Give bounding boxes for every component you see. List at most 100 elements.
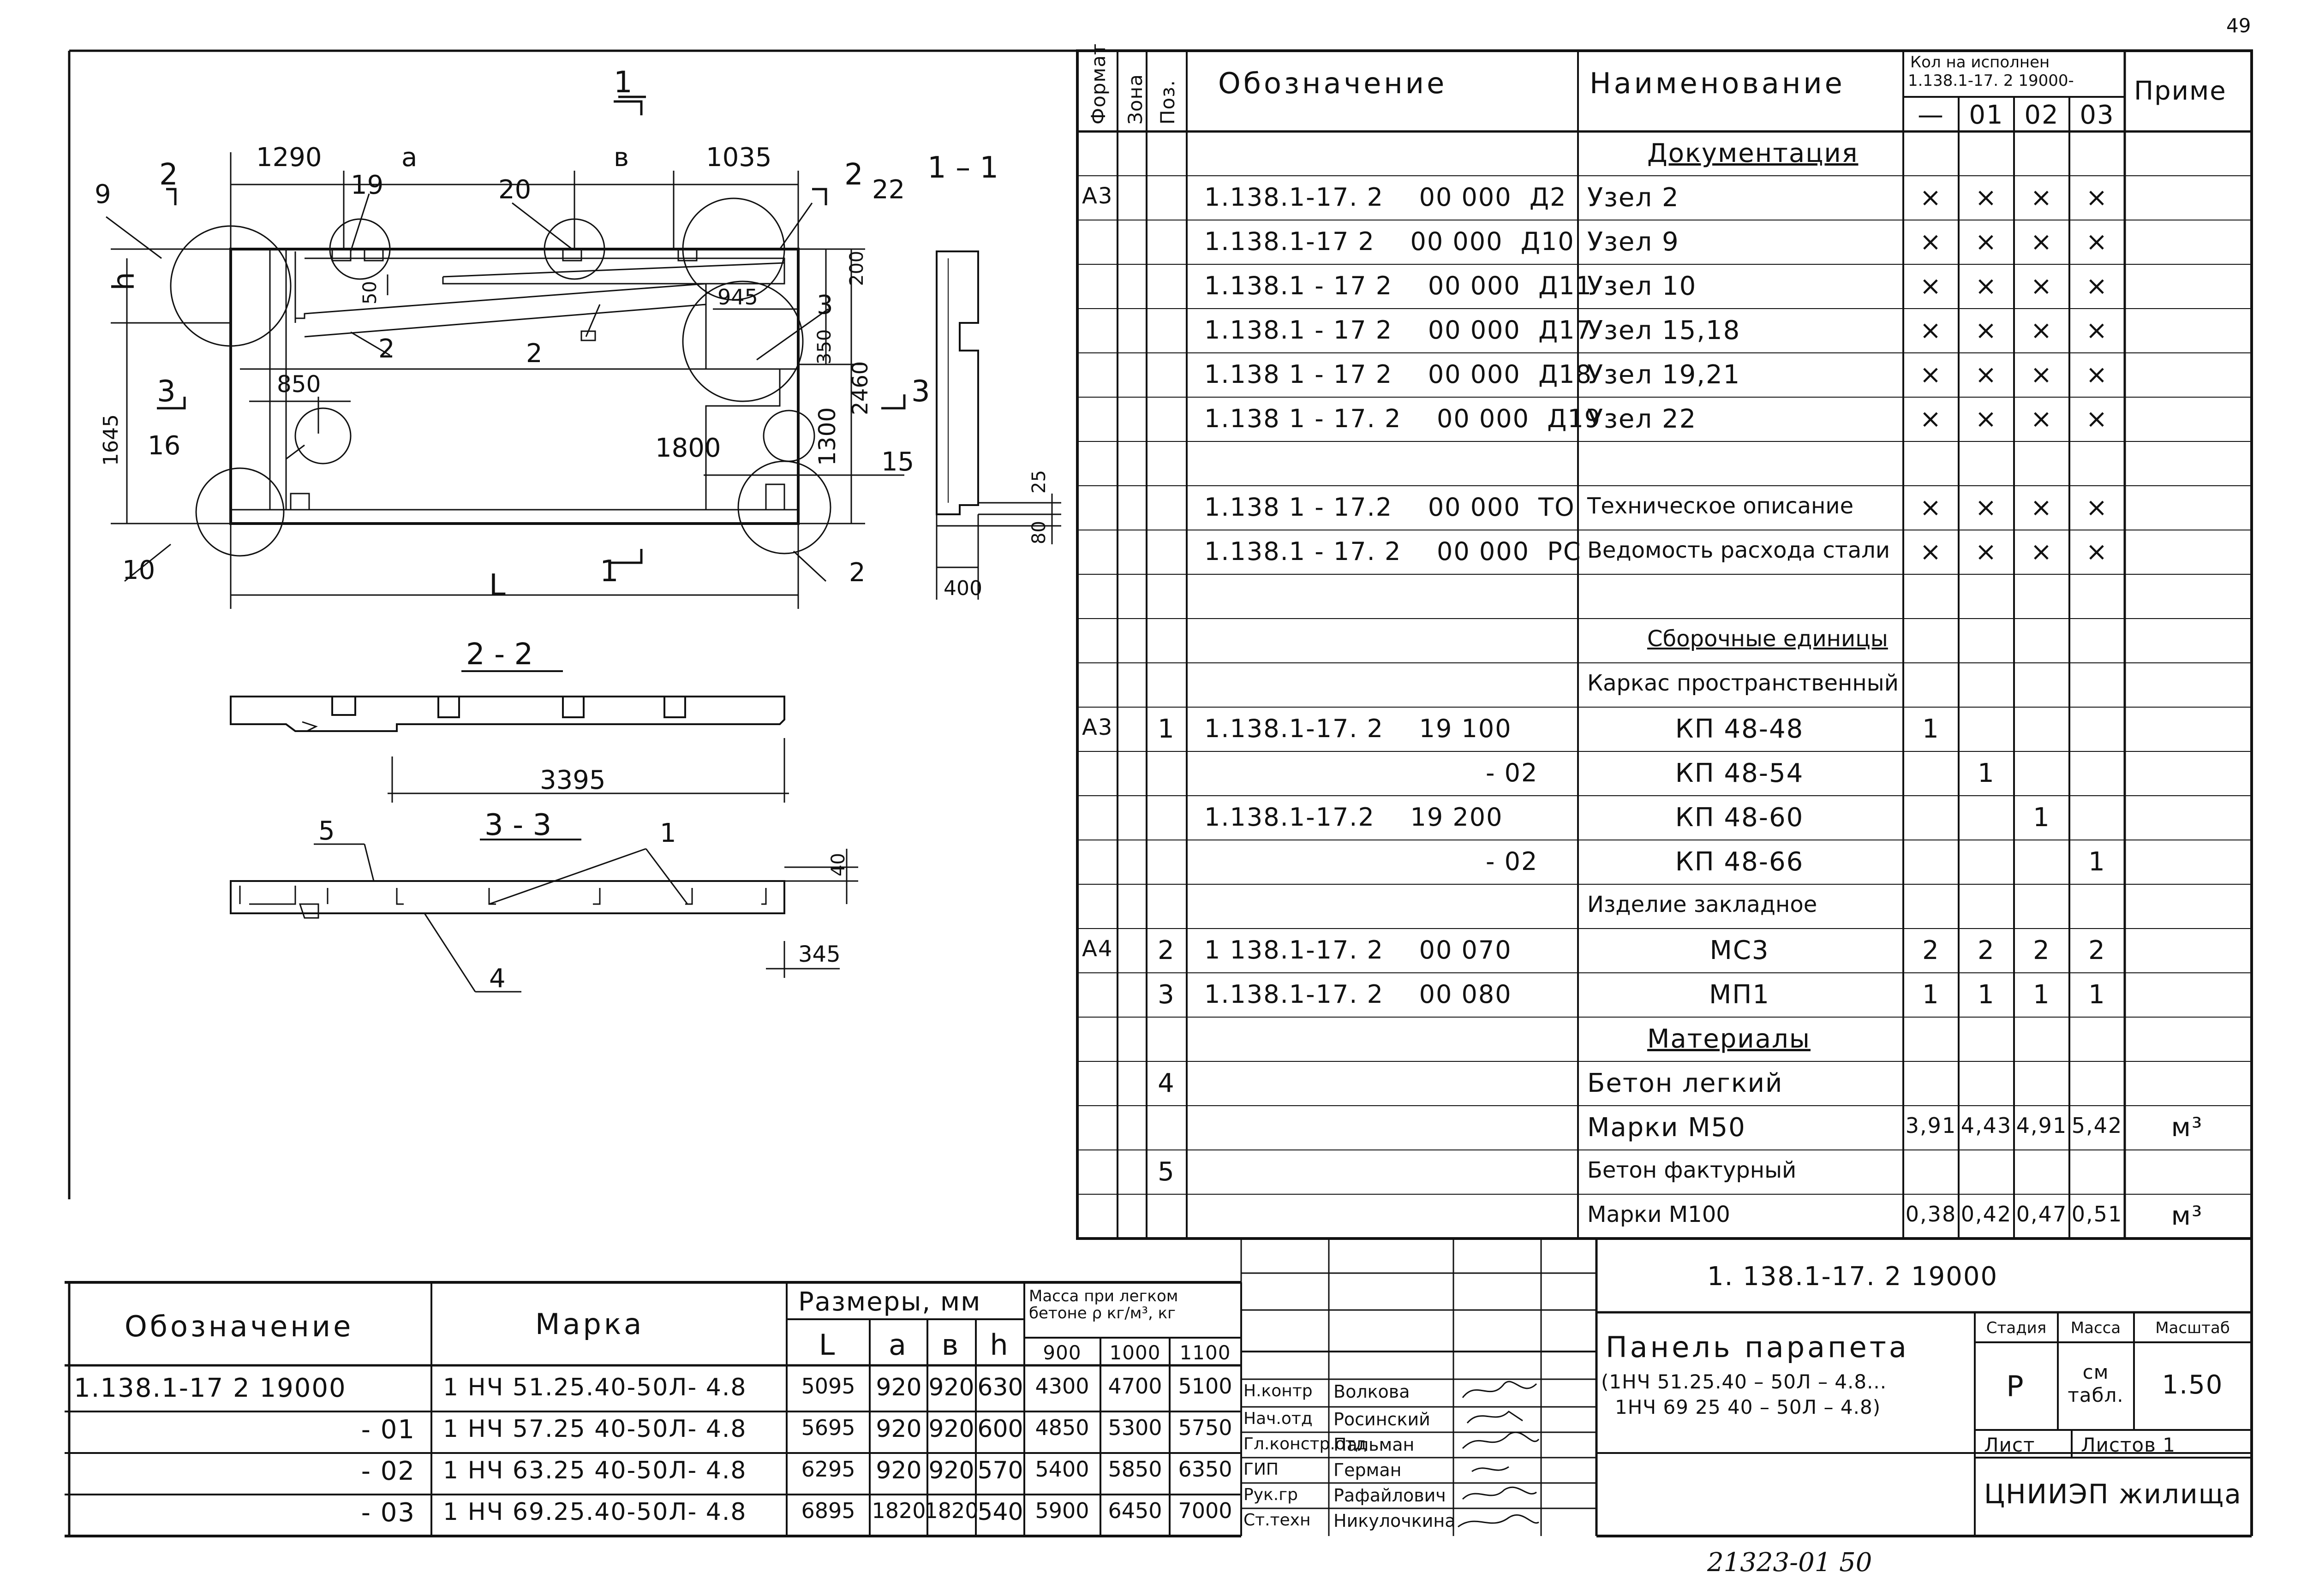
spec-qty: 1 — [2033, 980, 2050, 1010]
spec-qty: × — [2086, 360, 2109, 390]
mark-designation: - 02 — [361, 1456, 415, 1486]
signature-role: Нач.отд — [1243, 1409, 1313, 1428]
spec-qty: 2 — [1922, 935, 1940, 965]
spec-designation: 1.138 1 - 17 2 00 000 Д18 — [1204, 360, 1592, 389]
spec-qty: 0,51 — [2071, 1202, 2123, 1227]
marks-header-1000: 1000 — [1109, 1341, 1161, 1364]
mark-b: 1820 — [924, 1498, 979, 1523]
label-10: 10 — [122, 555, 155, 585]
mark-mass-900: 5900 — [1035, 1498, 1089, 1523]
header-qty-1: Кол на исполнен — [1910, 53, 2050, 71]
dim-h: h — [107, 272, 141, 291]
spec-qty: × — [2086, 404, 2109, 434]
header-scale: Масштаб — [2155, 1319, 2230, 1337]
mark-mass-1100: 7000 — [1178, 1498, 1232, 1523]
spec-qty: × — [2086, 537, 2109, 567]
spec-pos: 2 — [1158, 935, 1175, 965]
mark-a: 920 — [876, 1374, 922, 1401]
dim-1300: 1300 — [814, 407, 841, 466]
header-mass: Масса — [2070, 1319, 2121, 1337]
page-number: 49 — [2226, 14, 2251, 37]
label-2-a: 2 — [378, 334, 395, 364]
spec-name: Узел 9 — [1587, 227, 1679, 257]
spec-name: МС3 — [1709, 935, 1769, 965]
cut-2-left: 2 — [159, 158, 178, 192]
marks-header-h: h — [990, 1328, 1011, 1362]
mark-code: 1 НЧ 51.25.40-50Л- 4.8 — [443, 1374, 747, 1401]
spec-pos: 1 — [1158, 714, 1175, 744]
spec-qty: × — [1919, 271, 1942, 301]
section-1-1 — [936, 250, 1061, 600]
spec-name: Каркас пространственный — [1587, 670, 1899, 696]
spec-designation: 1.138.1-17. 2 00 080 — [1204, 980, 1512, 1009]
mark-b: 920 — [928, 1374, 974, 1401]
spec-row-lines — [1077, 175, 2252, 1195]
mark-mass-900: 4850 — [1035, 1415, 1089, 1440]
mass-value: см табл. — [2068, 1361, 2124, 1407]
mark-code: 1 НЧ 57.25 40-50Л- 4.8 — [443, 1415, 747, 1443]
label-15: 15 — [881, 447, 914, 477]
spec-designation: 1.138.1-17.2 19 200 — [1204, 803, 1503, 832]
mark-L: 6895 — [801, 1498, 855, 1523]
spec-name: Техническое описание — [1587, 493, 1854, 519]
spec-qty: × — [1975, 493, 1998, 523]
spec-qty: 3,91 — [1905, 1113, 1957, 1138]
header-name: Наименование — [1590, 66, 1845, 100]
marks-header-mark: Марка — [535, 1307, 645, 1341]
spec-qty: × — [1975, 316, 1998, 345]
mark-h: 570 — [977, 1457, 1023, 1484]
spec-designation: 1.138.1 - 17 2 00 000 Д11 — [1204, 271, 1592, 300]
title-block-grid — [1595, 1239, 2253, 1537]
spec-name: Узел 19,21 — [1587, 360, 1741, 390]
spec-qty: × — [2030, 227, 2053, 257]
header-designation: Обозначение — [1218, 66, 1447, 100]
spec-qty: × — [2030, 316, 2053, 345]
spec-qty: × — [1975, 183, 1998, 213]
spec-qty: × — [2086, 493, 2109, 523]
spec-name: Ведомость расхода стали — [1587, 537, 1890, 563]
mark-mass-900: 4300 — [1035, 1374, 1089, 1399]
dim-850: 850 — [277, 371, 321, 398]
label-16: 16 — [148, 431, 180, 461]
signature-name: Герман — [1333, 1460, 1402, 1480]
mark-mass-1000: 5850 — [1108, 1457, 1162, 1482]
spec-qty: × — [2030, 493, 2053, 523]
signature-scribbles — [1458, 1381, 1540, 1528]
sheets-label: Листов 1 — [2081, 1434, 2176, 1456]
mark-designation: - 03 — [361, 1498, 415, 1528]
drawing-annotations: 1290 a в 1035 945 200 50 850 350 1300 24… — [95, 66, 1050, 994]
spec-name: КП 48-54 — [1675, 758, 1804, 788]
marks-header-mass: Масса при легком бетоне ρ кг/м³, кг — [1029, 1287, 1178, 1323]
mark-a: 1820 — [872, 1498, 926, 1523]
dim-945: 945 — [717, 285, 758, 310]
spec-name: Узел 2 — [1587, 183, 1679, 213]
spec-qty: × — [2086, 316, 2109, 345]
dim-1290: 1290 — [256, 143, 322, 173]
spec-designation: - 02 — [1486, 847, 1538, 876]
spec-pos: 5 — [1158, 1157, 1175, 1187]
mark-mass-1100: 6350 — [1178, 1457, 1232, 1482]
mark-L: 5095 — [801, 1374, 855, 1399]
marks-header-a: a — [889, 1328, 909, 1362]
label-5: 5 — [318, 816, 335, 846]
dim-1645: 1645 — [99, 414, 123, 466]
spec-qty: × — [2030, 271, 2053, 301]
mark-mass-1000: 6450 — [1108, 1498, 1162, 1523]
spec-pos: 3 — [1158, 980, 1175, 1010]
spec-qty: × — [1919, 537, 1942, 567]
spec-qty: 4,43 — [1960, 1113, 2012, 1138]
spec-qty: × — [1975, 227, 1998, 257]
dim-L: L — [489, 568, 506, 602]
label-20: 20 — [498, 175, 531, 205]
spec-format: А3 — [1082, 183, 1113, 209]
spec-qty: 1 — [1922, 714, 1940, 744]
spec-qty: 1 — [2088, 980, 2106, 1010]
spec-qty: × — [1919, 493, 1942, 523]
spec-name: Документация — [1647, 138, 1859, 168]
signature-role: Н.контр — [1243, 1382, 1313, 1400]
signature-name: Рафайлович — [1333, 1485, 1446, 1506]
spec-qty: 4,91 — [2016, 1113, 2068, 1138]
spec-qty: 0,42 — [1960, 1202, 2012, 1227]
marks-header-L: L — [819, 1328, 838, 1362]
cut-1-top: 1 — [614, 66, 633, 100]
